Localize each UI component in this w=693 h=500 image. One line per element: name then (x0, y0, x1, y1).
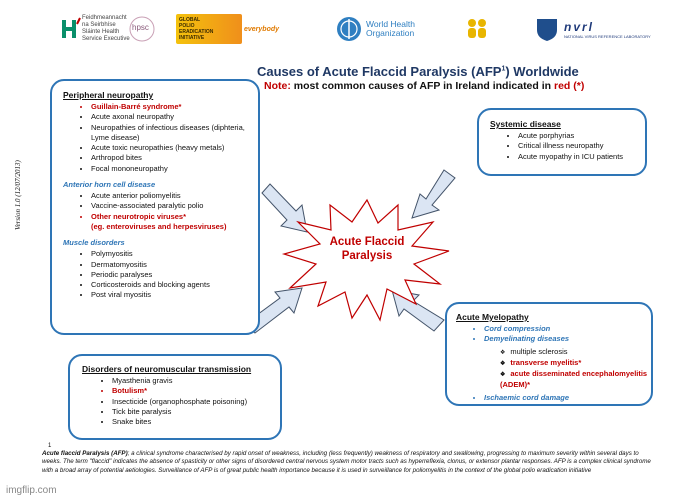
starburst (281, 198, 450, 322)
anterior-list: Acute anterior poliomyelitis Vaccine-ass… (63, 191, 258, 232)
list-item: Polymyositis (91, 249, 258, 259)
footnote-text: ; a clinical syndrome characterised by r… (42, 450, 651, 474)
footnote: 1 Acute flaccid Paralysis (AFP); a clini… (42, 443, 652, 475)
people-icon (468, 19, 486, 38)
list-item: Corticosteroids and blocking agents (91, 280, 258, 290)
list-item: Acute axonal neuropathy (91, 112, 258, 122)
list-item: acute disseminated encephalomyelitis (AD… (500, 369, 651, 391)
everybody-logo: everybody (244, 14, 296, 44)
myelopathy-list: Cord compression Demyelinating diseases (456, 324, 651, 345)
footnote-number: 1 (48, 443, 52, 449)
nvrl-text: nvrl (564, 19, 595, 34)
systemic-disease-box: Systemic disease Acute porphyrias Critic… (477, 108, 647, 176)
center-line2: Paralysis (341, 250, 393, 262)
everybody-text: everybody (244, 25, 280, 33)
list-item: Other neurotropic viruses* (91, 212, 258, 222)
ucd-crest-icon (537, 19, 557, 41)
note-label: Note: (264, 80, 291, 92)
note-text: most common causes of AFP in Ireland ind… (290, 80, 554, 92)
nvrl-caption: NATIONAL VIRUS REFERENCE LABORATORY (564, 33, 651, 39)
arrows (245, 169, 456, 334)
center-label: Acute Flaccid Paralysis (315, 235, 419, 263)
list-item: Periodic paralyses (91, 270, 258, 280)
note: Note: most common causes of AFP in Irela… (264, 80, 584, 92)
who-emblem-icon (337, 17, 361, 41)
list-item: Neuropathies of infectious diseases (dip… (91, 123, 258, 144)
list-item: Ischaemic cord damage (484, 393, 651, 403)
muscle-heading: Muscle disorders (63, 238, 125, 248)
watermark: imgflip.com (6, 485, 57, 496)
footnote-term: Acute flaccid Paralysis (AFP) (42, 450, 128, 457)
hse-caption: Feidhmeannacht na Seirbhíse Sláinte Heal… (82, 15, 130, 42)
nvrl-logo: nvrl NATIONAL VIRUS REFERENCE LABORATORY (534, 14, 666, 44)
list-item: Acute porphyrias (518, 131, 645, 141)
list-item: multiple sclerosis (500, 347, 651, 358)
list-item: Acute toxic neuropathies (heavy metals) (91, 143, 258, 153)
neuromuscular-heading: Disorders of neuromuscular transmission (82, 364, 252, 374)
global-polio-text: GLOBAL POLIO ERADICATION INITIATIVE (179, 17, 214, 41)
list-item: Cord compression (484, 324, 651, 334)
hse-logo: Feidhmeannacht na Seirbhíse Sláinte Heal… (60, 14, 130, 44)
list-item: Tick bite paralysis (112, 407, 280, 417)
list-item: Snake bites (112, 417, 280, 427)
arrow-from-peripheral (261, 183, 308, 233)
arrow-from-systemic (411, 169, 456, 219)
who-text: World Health Organization (366, 19, 415, 38)
neuromuscular-box: Disorders of neuromuscular transmission … (68, 354, 282, 440)
note-red-word: red (*) (553, 80, 585, 92)
title-sup: 1 (501, 65, 506, 73)
page-title: Causes of Acute Flaccid Paralysis (AFP1)… (257, 64, 579, 79)
list-item: Demyelinating diseases (484, 334, 651, 344)
list-item: Myasthenia gravis (112, 376, 280, 386)
anterior-heading: Anterior horn cell disease (63, 180, 156, 190)
muscle-list: Polymyositis Dermatomyositis Periodic pa… (63, 249, 258, 300)
myelopathy-heading: Acute Myelopathy (456, 312, 529, 322)
list-item: Botulism* (112, 386, 280, 396)
list-item: Dermatomyositis (91, 260, 258, 270)
list-item: (eg. enteroviruses and herpesviruses) (91, 221, 227, 231)
list-item: Guillain-Barré syndrome* (91, 102, 258, 112)
title-main: Causes of Acute Flaccid Paralysis (AFP (257, 64, 502, 79)
hse-mark-icon (62, 17, 81, 38)
list-item: Acute anterior poliomyelitis (91, 191, 258, 201)
list-item: Vaccine-associated paralytic polio (91, 201, 258, 211)
systemic-list: Acute porphyrias Critical illness neurop… (490, 131, 645, 162)
systemic-heading: Systemic disease (490, 119, 561, 129)
who-logo: World Health Organization (336, 14, 438, 44)
list-item: Acute myopathy in ICU patients (518, 152, 645, 162)
hpsc-mark-icon (129, 16, 155, 42)
list-item: Focal mononeuropathy (91, 164, 258, 174)
list-item: Arthropod bites (91, 153, 258, 163)
list-item: Critical illness neuropathy (518, 141, 645, 151)
hpsc-text: hpsc (132, 23, 149, 32)
peripheral-list: Guillain-Barré syndrome* Acute axonal ne… (63, 102, 258, 174)
acute-myelopathy-box: Acute Myelopathy Cord compression Demyel… (445, 302, 653, 406)
title-tail: ) Worldwide (505, 64, 579, 79)
list-item: transverse myelitis* (500, 358, 651, 369)
myelopathy-list-last: Ischaemic cord damage (456, 393, 651, 403)
peripheral-neuropathy-box: Peripheral neuropathy Guillain-Barré syn… (50, 79, 260, 335)
peripheral-heading: Peripheral neuropathy (63, 90, 154, 100)
partner-logo (462, 14, 502, 44)
global-polio-logo: GLOBAL POLIO ERADICATION INITIATIVE (176, 14, 242, 44)
myelopathy-sub-list: multiple sclerosis transverse myelitis* … (456, 347, 651, 391)
center-line1: Acute Flaccid (329, 236, 405, 248)
neuromuscular-list: Myasthenia gravis Botulism* Insecticide … (82, 376, 280, 427)
list-item: Insecticide (organophosphate poisoning) (112, 397, 280, 407)
hpsc-logo: hpsc (125, 14, 159, 44)
list-item: Post viral myositis (91, 290, 258, 300)
